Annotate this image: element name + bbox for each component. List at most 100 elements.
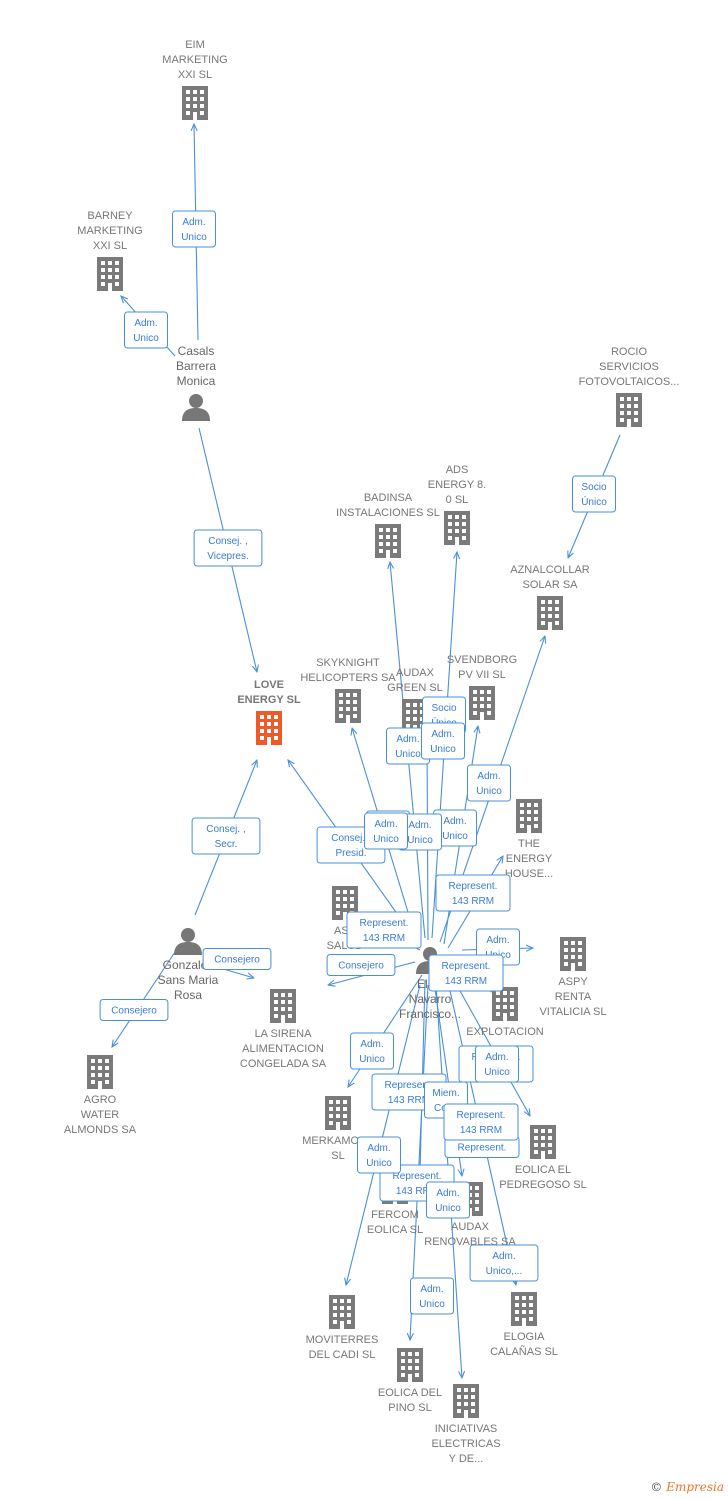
edge-label-extra-3[interactable]: Adm.Unico bbox=[364, 812, 408, 850]
edge-label-text: Unico bbox=[442, 831, 468, 842]
edge-label-gonzalez-to-love[interactable]: Consej. ,Secr. bbox=[191, 817, 261, 855]
edge-label-elias-to-elogia[interactable]: Adm.Unico,... bbox=[469, 1244, 539, 1282]
node-label: Y DE... bbox=[449, 1453, 484, 1465]
edge-label-casals-to-love[interactable]: Consej. ,Vicepres. bbox=[193, 529, 263, 567]
edge-label-casals-to-barney[interactable]: Adm.Unico bbox=[124, 311, 168, 349]
node-explotacion[interactable]: EXPLOTACION bbox=[466, 987, 544, 1038]
edge-label-gonzalez-to-agro[interactable]: Consejero bbox=[99, 999, 169, 1021]
edge-label-box[interactable] bbox=[357, 1136, 401, 1174]
edge-label-text: Represent. bbox=[385, 1080, 434, 1091]
brand-logo-text[interactable]: Empresia bbox=[666, 1480, 724, 1494]
edge-label-text: 143 RRM bbox=[388, 1095, 430, 1106]
edge-label-box[interactable] bbox=[191, 817, 261, 855]
edge-label-text: Adm. bbox=[443, 816, 466, 827]
edge-label-box[interactable] bbox=[124, 311, 168, 349]
node-rocio[interactable]: ROCIOSERVICIOSFOTOVOLTAICOS... bbox=[579, 346, 680, 427]
edge-label-gonzalez-to-la_sirena[interactable]: Consejero bbox=[202, 948, 272, 970]
node-label: PV VII SL bbox=[458, 669, 506, 681]
edge-label-text: Unico bbox=[181, 232, 207, 243]
edge-label-elias-to-explotacion[interactable]: Represent.143 RRM bbox=[428, 954, 504, 992]
node-label: ENERGY SL bbox=[237, 694, 301, 706]
edge-label-extra-6[interactable]: Represent.143 RRM bbox=[443, 1103, 519, 1141]
node-label: EOLICA DEL bbox=[378, 1387, 442, 1399]
edge-label-box[interactable] bbox=[428, 954, 504, 992]
node-label: 0 SL bbox=[446, 494, 469, 506]
edge-label-casals-to-eim[interactable]: Adm.Unico bbox=[172, 210, 216, 248]
edge-label-extra-7[interactable]: Adm.Unico bbox=[475, 1045, 519, 1083]
edge-label-extra-1[interactable]: Adm.Unico bbox=[421, 722, 465, 760]
node-label: GREEN SL bbox=[387, 682, 443, 694]
edge-label-box[interactable] bbox=[443, 1103, 519, 1141]
edge-label-text: Adm. bbox=[374, 819, 397, 830]
edge-label-elias-to-audax_renov[interactable]: Adm.Unico bbox=[426, 1181, 470, 1219]
node-label: FOTOVOLTAICOS... bbox=[579, 376, 680, 388]
edge-label-text: Consej. , bbox=[331, 833, 370, 844]
edge-label-elias-to-moviterres[interactable]: Adm.Unico bbox=[357, 1136, 401, 1174]
building-icon bbox=[444, 511, 470, 545]
edge-label-text: Presid. bbox=[335, 848, 366, 859]
node-love[interactable]: LOVE ENERGY SL bbox=[237, 679, 301, 745]
edge-label-text: Adm. bbox=[486, 935, 509, 946]
edge-label-elias-to-aspy_salud[interactable]: Represent.143 RRM bbox=[346, 911, 422, 949]
edge-label-box[interactable] bbox=[99, 999, 169, 1021]
edge-label-box[interactable] bbox=[435, 874, 511, 912]
node-label: LOVE bbox=[254, 679, 284, 691]
edge-label-box[interactable] bbox=[475, 1045, 519, 1083]
edge-label-elias-to-aznalcollar[interactable]: Adm.Unico bbox=[467, 764, 511, 802]
building-icon bbox=[397, 1348, 423, 1382]
edge-label-box[interactable] bbox=[172, 210, 216, 248]
edge-label-box[interactable] bbox=[193, 529, 263, 567]
edge-label-text: Unico,... bbox=[486, 1266, 523, 1277]
edge-label-box[interactable] bbox=[421, 722, 465, 760]
edge-label-box[interactable] bbox=[410, 1277, 454, 1315]
edge-label-box[interactable] bbox=[350, 1032, 394, 1070]
node-label: DEL CADI SL bbox=[309, 1349, 376, 1361]
edge-label-text: Unico bbox=[395, 749, 421, 760]
edge-label-elias-to-the_energy[interactable]: Represent.143 RRM bbox=[435, 874, 511, 912]
node-label: RENTA bbox=[555, 991, 592, 1003]
edge-label-elias-to-eolica_pino[interactable]: Adm.Unico bbox=[410, 1277, 454, 1315]
edge-label-box[interactable] bbox=[469, 1244, 539, 1282]
edge-label-box[interactable] bbox=[572, 475, 616, 513]
node-audax_green[interactable]: AUDAX GREEN SL bbox=[387, 667, 443, 733]
node-label: Casals bbox=[178, 344, 215, 358]
building-icon bbox=[453, 1384, 479, 1418]
edge-label-box[interactable] bbox=[346, 911, 422, 949]
edge-elias-to-moviterres[interactable] bbox=[346, 984, 421, 1285]
edge-label-box[interactable] bbox=[326, 954, 396, 976]
node-label: AUDAX bbox=[396, 667, 435, 679]
edge-label-text: Consejero bbox=[338, 961, 384, 972]
edge-label-box[interactable] bbox=[364, 812, 408, 850]
building-icon bbox=[537, 596, 563, 630]
node-label: HOUSE... bbox=[505, 868, 553, 880]
edge-label-elias-to-la_sirena[interactable]: Consejero bbox=[326, 954, 396, 976]
edge-label-box[interactable] bbox=[202, 948, 272, 970]
edge-label-elias-to-svendborg[interactable]: Adm. Unico bbox=[433, 809, 477, 847]
node-the_energy[interactable]: THEENERGYHOUSE... bbox=[505, 799, 553, 880]
edge-label-box[interactable] bbox=[426, 1181, 470, 1219]
edge-label-box[interactable] bbox=[467, 764, 511, 802]
edge-label-elias-to-merkamont[interactable]: Adm.Unico bbox=[350, 1032, 394, 1070]
